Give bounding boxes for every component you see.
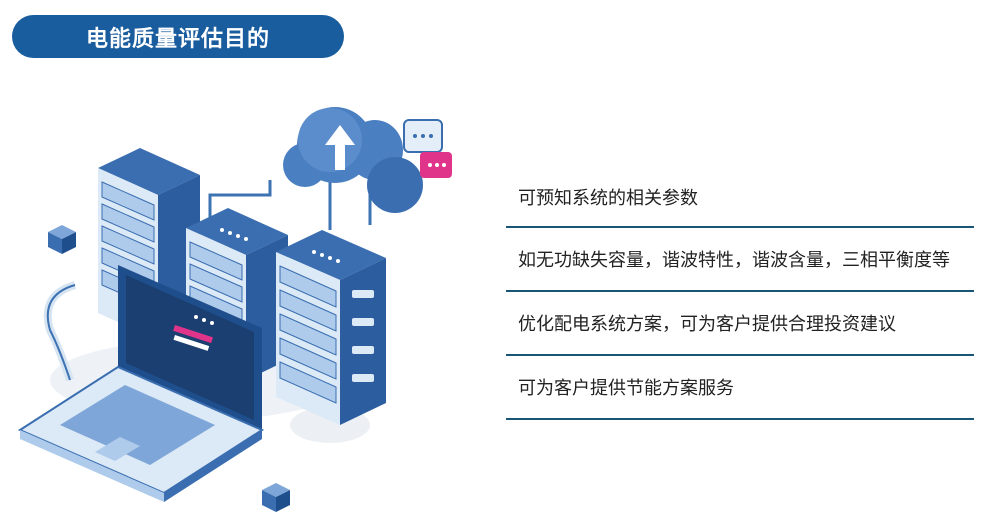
list-item-label: 可预知系统的相关参数 [518,188,698,209]
server-rack-icon [276,230,386,425]
page-title: 电能质量评估目的 [12,15,344,58]
list-item: 如无功缺失容量，谐波特性，谐波含量，三相平衡度等 [506,228,974,292]
list-item: 优化配电系统方案，可为客户提供合理投资建议 [506,292,974,356]
list-item-label: 如无功缺失容量，谐波特性，谐波含量，三相平衡度等 [518,250,950,271]
feature-list: 可预知系统的相关参数 如无功缺失容量，谐波特性，谐波含量，三相平衡度等 优化配电… [506,168,974,420]
cube-icon [48,225,76,254]
cube-icon [262,483,290,512]
laptop-icon [17,265,265,502]
cloud-upload-icon [283,107,423,213]
list-item: 可预知系统的相关参数 [506,168,974,228]
page-title-text: 电能质量评估目的 [85,26,270,52]
list-item-label: 优化配电系统方案，可为客户提供合理投资建议 [518,314,896,335]
datacenter-illustration [17,107,452,512]
list-item-label: 可为客户提供节能方案服务 [518,378,734,399]
list-item: 可为客户提供节能方案服务 [506,356,974,420]
chat-bubble-icon [403,119,452,178]
